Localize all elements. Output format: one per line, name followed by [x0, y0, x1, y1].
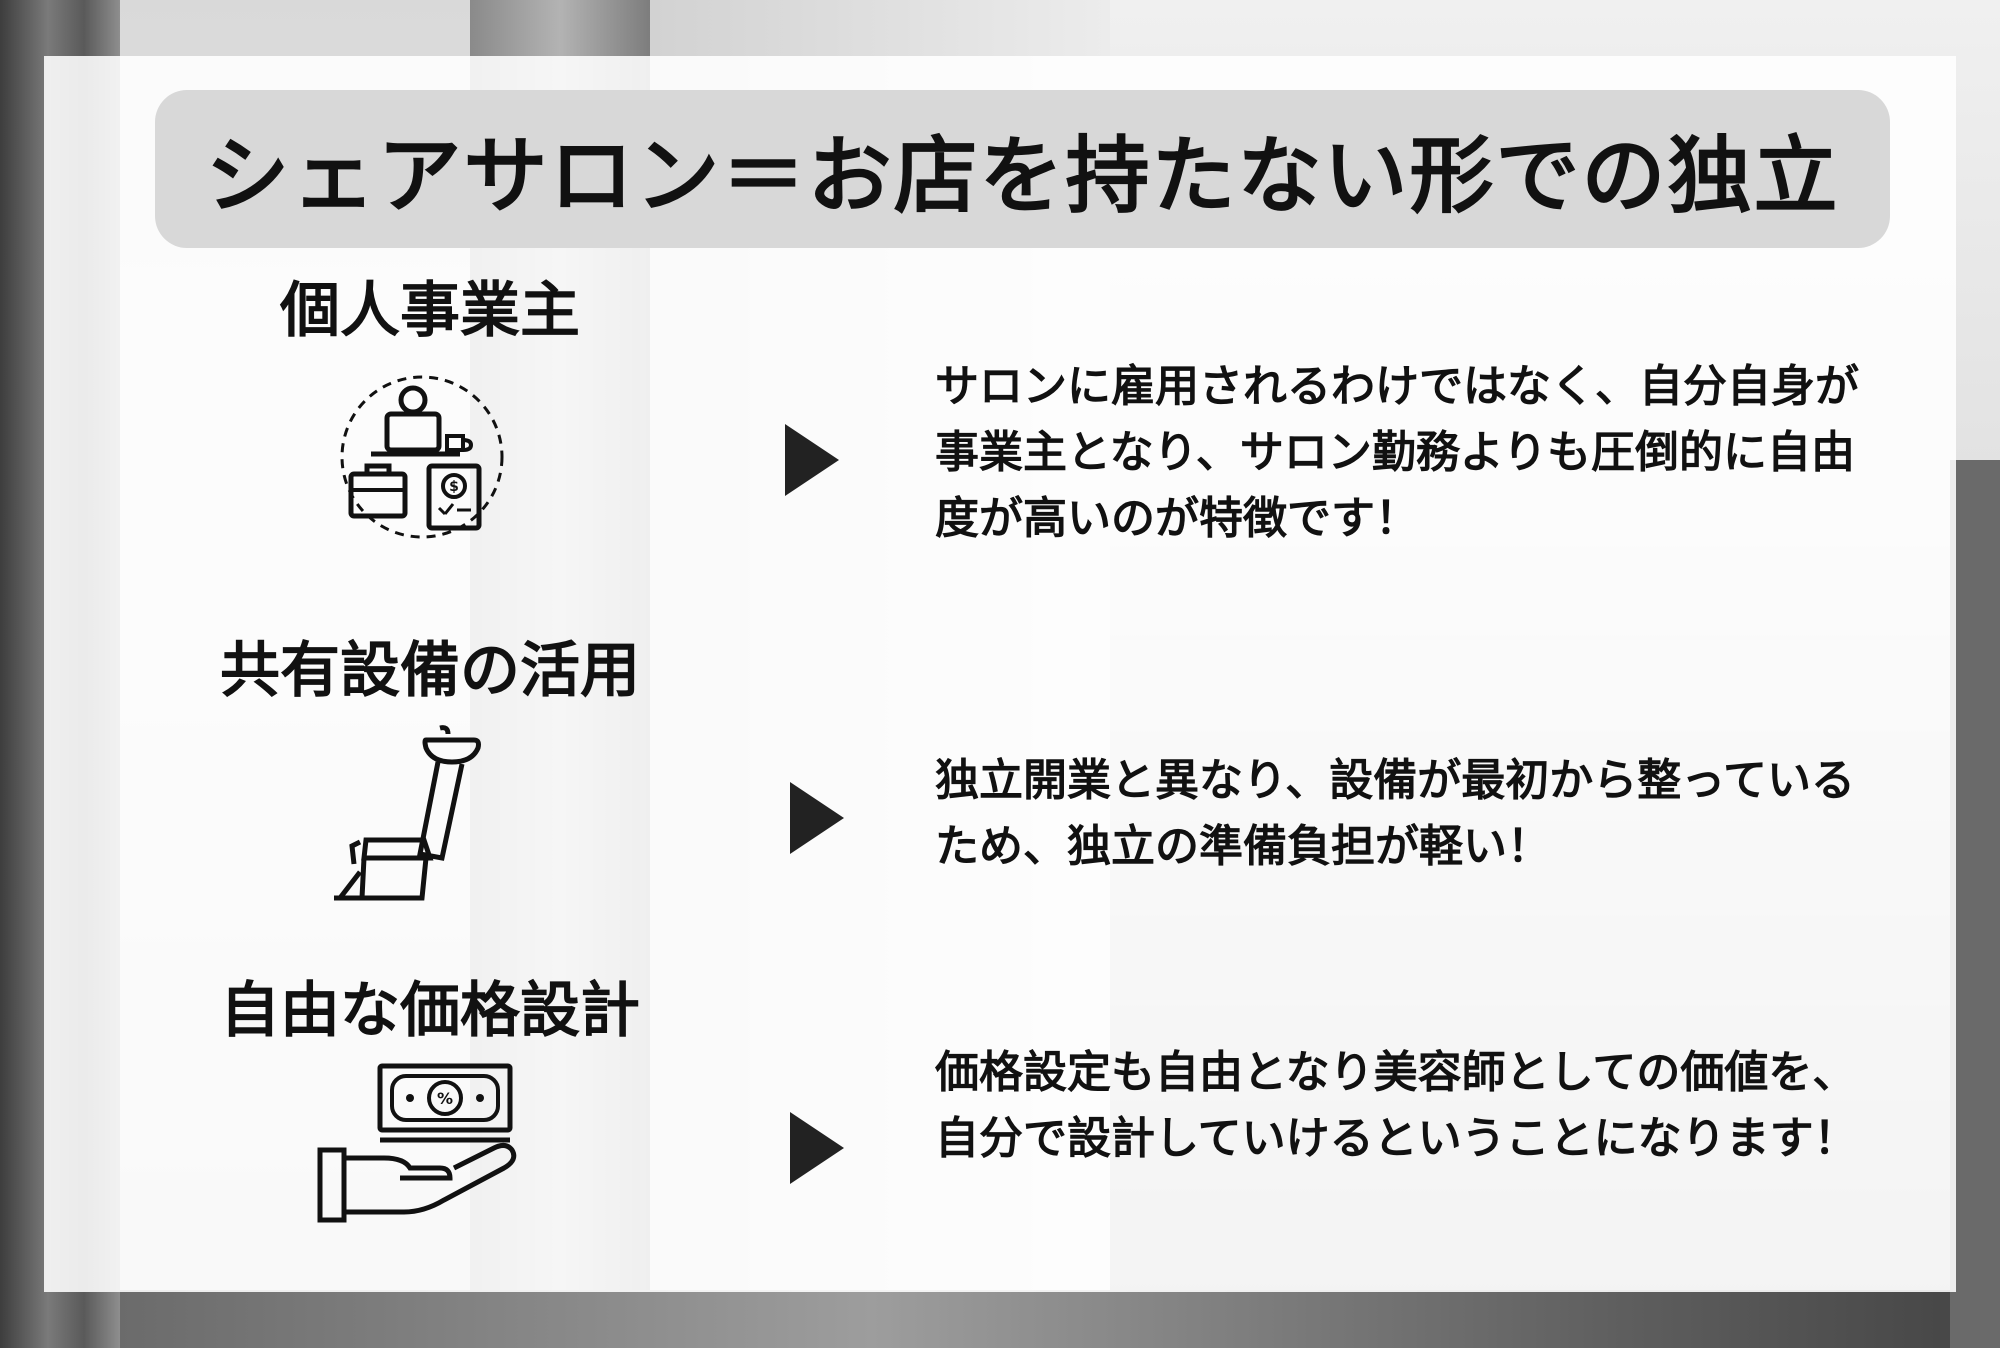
- freelancer-desk-icon: $: [340, 375, 504, 539]
- background-floor: [120, 1290, 2000, 1348]
- arrow-right-icon: [790, 782, 844, 854]
- section-description: サロンに雇用されるわけではなく、自分自身が事業主となり、サロン勤務よりも圧倒的に…: [935, 361, 1859, 544]
- section-description: 独立開業と異なり、設備が最初から整っているため、独立の準備負担が軽い！: [935, 755, 1856, 872]
- title-banner: シェアサロン＝お店を持たない形での独立: [155, 90, 1890, 248]
- svg-text:$: $: [449, 479, 459, 495]
- section-label-shared-equipment: 共有設備の活用: [220, 636, 640, 706]
- background-pillar: [1950, 460, 2000, 1348]
- section-label-free-pricing: 自由な価格設計: [220, 976, 640, 1046]
- arrow-right-icon: [785, 424, 839, 496]
- salon-chair-icon: [334, 725, 481, 901]
- section-label-sole-proprietor: 個人事業主: [280, 276, 580, 346]
- content-card: [44, 56, 1956, 1292]
- svg-text:%: %: [437, 1089, 453, 1108]
- page-title: シェアサロン＝お店を持たない形での独立: [205, 126, 1840, 225]
- section-description: 価格設定も自由となり美容師としての価値を、自分で設計していけるということになりま…: [935, 1047, 1858, 1164]
- money-hand-icon: %: [317, 1063, 517, 1223]
- arrow-right-icon: [790, 1112, 844, 1184]
